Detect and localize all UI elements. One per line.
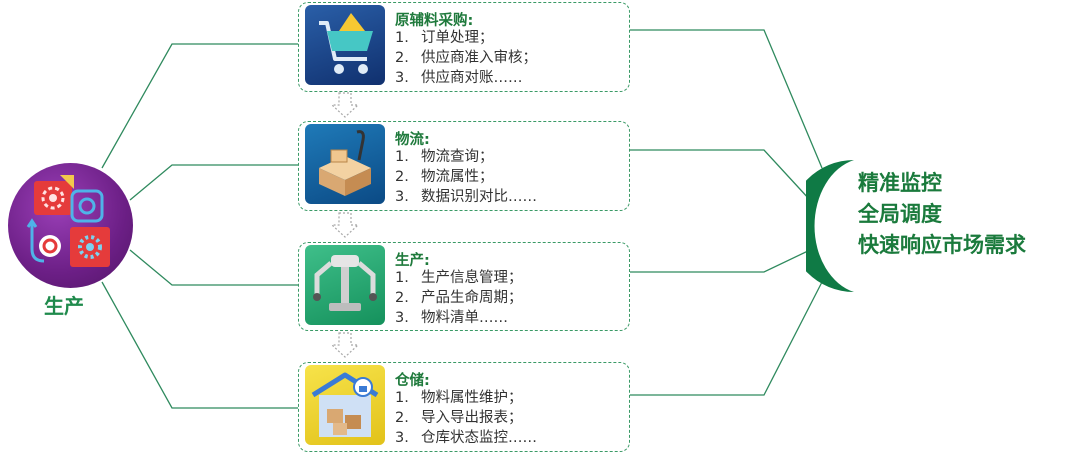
stage-title: 仓储: [395, 373, 430, 389]
connector-left-production [129, 249, 298, 286]
stage-card-procurement: 原辅料采购: 1.订单处理； 2.供应商准入审核； 3.供应商对账…… [298, 2, 630, 92]
stage-item: 1.物料属性维护； [395, 390, 523, 406]
production-workflow-icon [26, 175, 110, 267]
left-node-label: 生产 [44, 294, 84, 318]
connector-right-procurement [628, 29, 823, 169]
goal-item: 快速响应市场需求 [858, 233, 1026, 257]
connector-left-warehouse [101, 281, 298, 409]
warehouse-icon [305, 365, 385, 445]
stage-item-list: 1.订单处理； 2.供应商准入审核； 3.供应商对账…… [395, 28, 537, 88]
stage-item-list: 1.物料属性维护； 2.导入导出报表； 3.仓库状态监控…… [395, 388, 537, 448]
goal-item: 全局调度 [858, 202, 942, 226]
robot-arm-icon [305, 245, 385, 325]
stage-item: 3.物料清单…… [395, 310, 508, 326]
stage-item-list: 1.物流查询； 2.物流属性； 3.数据识别对比…… [395, 147, 537, 207]
goal-item: 精准监控 [858, 171, 942, 195]
stage-item: 2.物流属性； [395, 169, 494, 185]
stage-item: 1.物流查询； [395, 149, 494, 165]
stage-item: 1.订单处理； [395, 30, 494, 46]
stage-item: 1.生产信息管理； [395, 270, 523, 286]
crescent-icon [806, 160, 854, 292]
stage-title: 生产: [395, 253, 430, 269]
connector-left-procurement [101, 43, 298, 169]
stage-item: 2.产品生命周期； [395, 290, 523, 306]
stage-item: 3.供应商对账…… [395, 70, 523, 86]
connector-right-production [628, 249, 811, 273]
production-badge [8, 163, 133, 288]
connector-right-logistics [628, 149, 811, 201]
stage-title: 原辅料采购: [395, 13, 474, 29]
stage-item: 2.供应商准入审核； [395, 50, 537, 66]
shopping-cart-icon [305, 5, 385, 85]
goal-list: 精准监控 全局调度 快速响应市场需求 [858, 168, 1026, 261]
stage-card-warehouse: 仓储: 1.物料属性维护； 2.导入导出报表； 3.仓库状态监控…… [298, 362, 630, 452]
flow-arrow-icon [330, 92, 360, 118]
stage-item: 3.数据识别对比…… [395, 189, 537, 205]
stage-card-logistics: 物流: 1.物流查询； 2.物流属性； 3.数据识别对比…… [298, 121, 630, 211]
connector-left-logistics [129, 164, 298, 201]
stage-item: 2.导入导出报表； [395, 410, 523, 426]
flow-arrow-icon [330, 212, 360, 238]
stage-item-list: 1.生产信息管理； 2.产品生命周期； 3.物料清单…… [395, 268, 523, 328]
flow-arrow-icon [330, 332, 360, 358]
stage-card-production: 生产: 1.生产信息管理； 2.产品生命周期； 3.物料清单…… [298, 242, 630, 331]
stage-item: 3.仓库状态监控…… [395, 430, 537, 446]
logistics-boxes-icon [305, 124, 385, 204]
stage-title: 物流: [395, 132, 430, 148]
connector-right-warehouse [628, 281, 823, 396]
